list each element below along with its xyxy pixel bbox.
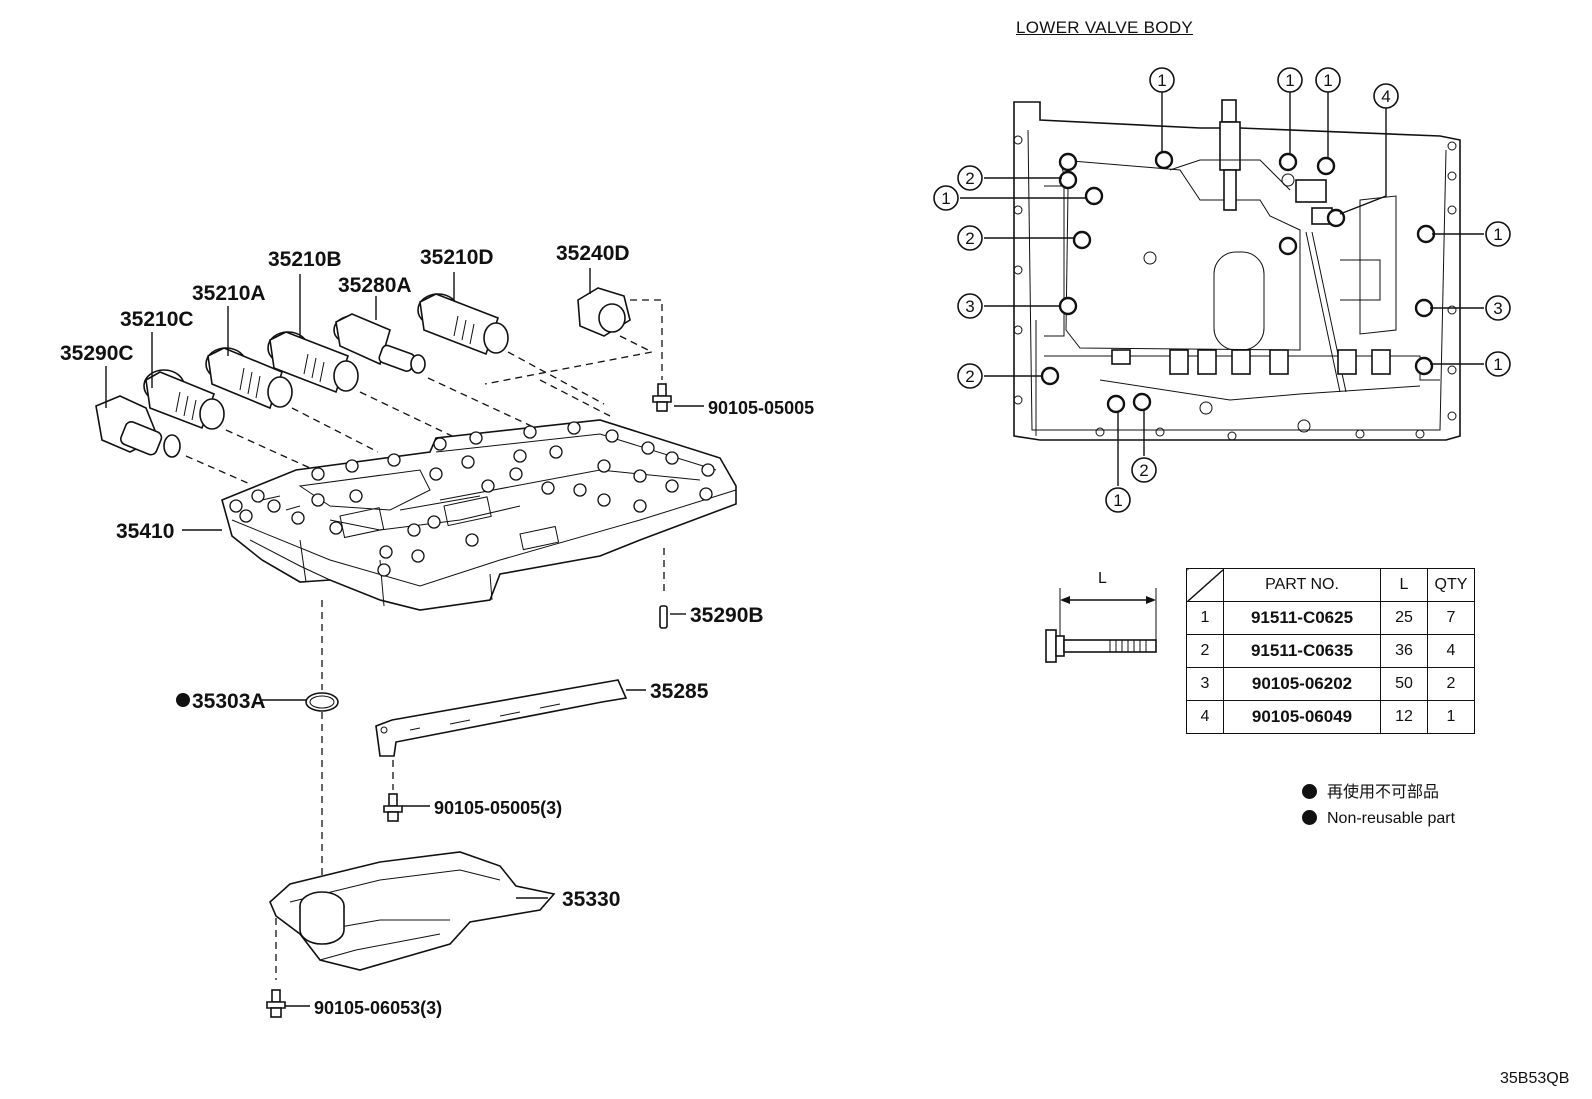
solenoid-35210A [205,347,293,410]
callout-90105-05005: 90105-05005 [708,398,814,418]
callout-90105-05005-3: 90105-05005(3) [434,798,562,818]
table-cell-index: 1 [1186,601,1224,635]
valve-body-bolts [229,421,715,577]
table-cell-qty: 7 [1427,601,1475,635]
bolt-90105-05005 [652,383,672,412]
marker-4-top: 4 [1373,83,1399,109]
lower-valve-body [1013,99,1461,441]
table-row: 2 91511-C0635 36 4 [1186,634,1475,668]
table-cell-part: 90105-06049 [1223,700,1381,734]
plate-35285 [375,679,628,757]
svg-text:3: 3 [1493,299,1502,318]
nonreusable-dot [176,693,190,707]
callout-35210C: 35210C [120,308,194,331]
table-cell-qty: 1 [1427,700,1475,734]
table-cell-l: 12 [1380,700,1428,734]
bolt-90105-06053-3 [266,989,286,1018]
table-cell-index: 3 [1186,667,1224,701]
callout-35210D: 35210D [420,246,494,269]
marker-1-right-b: 1 [1485,351,1511,377]
solenoid-35240D [577,287,631,337]
callout-35280A: 35280A [338,274,412,297]
table-cell-l: 50 [1380,667,1428,701]
legend-dot-icon [1302,784,1317,799]
table-header-l: L [1380,568,1428,602]
table-row: 3 90105-06202 50 2 [1186,667,1475,701]
svg-text:2: 2 [1139,461,1148,480]
table-cell-l: 36 [1380,634,1428,668]
table-cell-part: 91511-C0625 [1223,601,1381,635]
svg-text:1: 1 [1493,355,1502,374]
marker-1-right-a: 1 [1485,221,1511,247]
svg-text:1: 1 [1493,225,1502,244]
legend-dot-icon [1302,810,1317,825]
callout-35330: 35330 [562,888,620,911]
table-row: 4 90105-06049 12 1 [1186,700,1475,734]
marker-3-right: 3 [1485,295,1511,321]
table-header-qty: QTY [1427,568,1475,602]
marker-1-top-c: 1 [1315,67,1341,93]
callout-35303A: 35303A [192,690,266,713]
callout-90105-06053-3: 90105-06053(3) [314,998,442,1018]
marker-2-left-a: 2 [957,165,983,191]
svg-text:1: 1 [1285,71,1294,90]
legend-text-en: Non-reusable part [1327,810,1456,827]
marker-2-bottom: 2 [1131,457,1157,483]
bolt-length-illustration [1045,588,1157,663]
table-cell-part: 91511-C0635 [1223,634,1381,668]
bolt-parts-table: PART NO. L QTY 1 91511-C0625 25 7 2 9151… [1186,568,1475,734]
lower-valve-body-title: LOWER VALVE BODY [1016,18,1194,37]
table-header-row: PART NO. L QTY [1186,568,1475,602]
marker-2-left-c: 2 [957,363,983,389]
table-corner-cell [1186,568,1224,602]
svg-text:2: 2 [965,367,974,386]
marker-3-left: 3 [957,293,983,319]
pin-35290B [659,605,668,629]
table-header-part: PART NO. [1223,568,1381,602]
strainer-35330 [269,851,556,971]
svg-text:2: 2 [965,229,974,248]
solenoid-35210D [417,293,509,356]
diagram-code: 35B53QB [1500,1070,1570,1087]
svg-text:2: 2 [965,169,974,188]
callout-35210A: 35210A [192,282,266,305]
callout-35240D: 35240D [556,242,630,265]
legend-text-jp: 再使用不可部品 [1327,784,1440,801]
table-cell-qty: 2 [1427,667,1475,701]
table-cell-index: 4 [1186,700,1224,734]
marker-leaders [960,92,1484,486]
table-row: 1 91511-C0625 25 7 [1186,601,1475,635]
legend-item-jp: 再使用不可部品 [1302,780,1455,806]
bolt-90105-05005-3 [383,793,403,822]
callout-35210B: 35210B [268,248,342,271]
callout-35410: 35410 [116,520,174,543]
callout-35290C: 35290C [60,342,134,365]
dimension-l-label: L [1098,570,1107,587]
marker-1-bottom: 1 [1105,487,1131,513]
solenoid-35210C [143,369,225,430]
solenoid-35290C [95,395,181,458]
svg-text:3: 3 [965,297,974,316]
callout-35290B: 35290B [690,604,764,627]
callout-35285: 35285 [650,680,709,703]
svg-text:4: 4 [1381,87,1390,106]
table-cell-l: 25 [1380,601,1428,635]
svg-text:1: 1 [1157,71,1166,90]
svg-text:1: 1 [941,189,950,208]
solenoid-35280A [333,313,426,374]
table-cell-part: 90105-06202 [1223,667,1381,701]
marker-1-left: 1 [933,185,959,211]
marker-1-top-a: 1 [1149,67,1175,93]
legend: 再使用不可部品 Non-reusable part [1302,780,1455,832]
legend-item-en: Non-reusable part [1302,806,1455,832]
marker-1-top-b: 1 [1277,67,1303,93]
table-cell-index: 2 [1186,634,1224,668]
svg-text:1: 1 [1323,71,1332,90]
solenoid-35210B [267,331,359,394]
svg-text:1: 1 [1113,491,1122,510]
table-cell-qty: 4 [1427,634,1475,668]
marker-2-left-b: 2 [957,225,983,251]
